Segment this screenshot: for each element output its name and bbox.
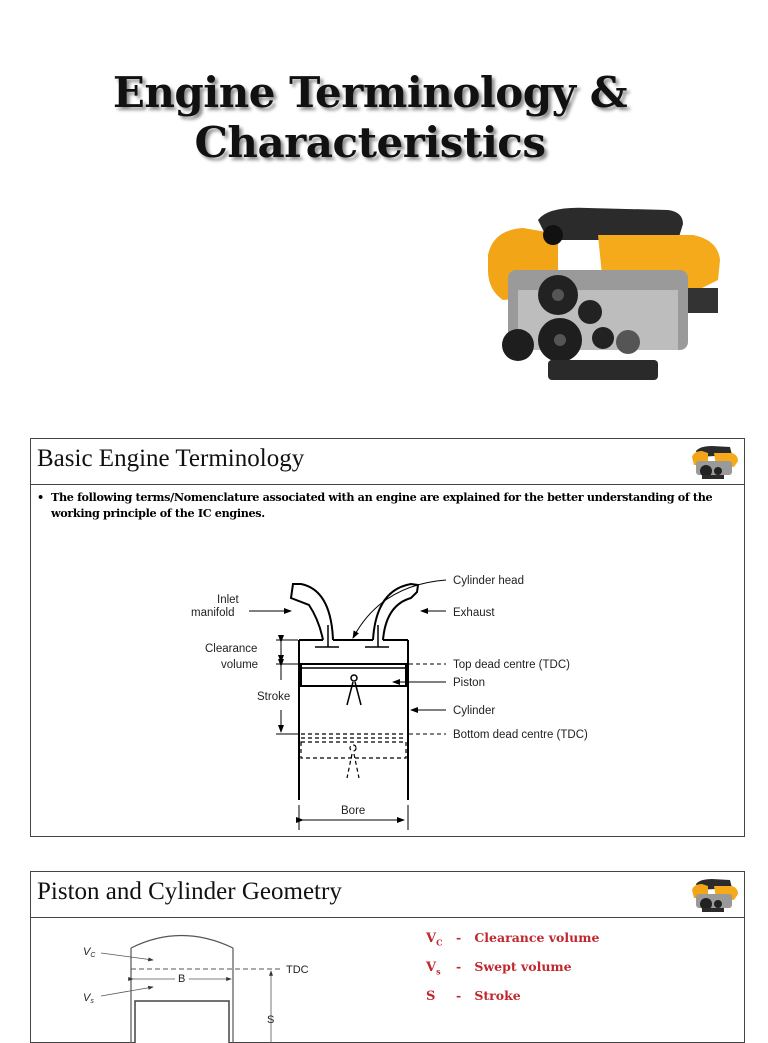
label-vs: Vs	[83, 992, 94, 1005]
label-manifold: manifold	[191, 607, 234, 619]
label-tdc: Top dead centre (TDC)	[453, 659, 570, 671]
label-cylinder: Cylinder	[453, 705, 495, 717]
legend-item-swept-volume: Vs- Swept volume	[426, 959, 572, 977]
label-s: S	[267, 1014, 274, 1026]
legend-text: Swept volume	[474, 959, 572, 974]
label-bore: Bore	[341, 805, 365, 817]
page-title: Engine Terminology & Characteristics	[0, 68, 740, 168]
label-cylinder-head: Cylinder head	[453, 575, 524, 587]
symbol-legend: VC- Clearance volume Vs- Swept volume S-…	[426, 930, 599, 1017]
legend-symbol: VC	[426, 931, 443, 948]
engine-image	[488, 207, 720, 380]
engine-cylinder-diagram: Cylinder head Inlet manifold Exhaust Cle…	[191, 575, 588, 830]
label-volume: volume	[221, 659, 258, 671]
title-line-2: Characteristics	[194, 118, 546, 167]
legend-item-stroke: S- Stroke	[426, 988, 521, 1004]
piston-cylinder-diagram: B TDC S VC Vs	[83, 935, 309, 1043]
legend-item-clearance-volume: VC- Clearance volume	[426, 930, 600, 948]
engine-thumbnail-icon	[692, 446, 738, 479]
label-piston: Piston	[453, 677, 485, 689]
slide-piston-cylinder-geometry: Piston and Cylinder Geometry	[30, 871, 745, 1043]
slide-basic-engine-terminology: Basic Engine Terminology • The following…	[30, 438, 745, 837]
label-tdc: TDC	[286, 964, 309, 976]
slide-header: Basic Engine Terminology	[31, 439, 744, 485]
legend-text: Clearance volume	[474, 930, 600, 945]
bullet-text: The following terms/Nomenclature associa…	[51, 490, 713, 520]
label-bdc: Bottom dead centre (TDC)	[453, 729, 588, 741]
label-exhaust: Exhaust	[453, 607, 495, 619]
slide-title: Basic Engine Terminology	[37, 445, 305, 472]
label-stroke: Stroke	[257, 691, 290, 703]
slide-header: Piston and Cylinder Geometry	[31, 872, 744, 918]
bullet-item: • The following terms/Nomenclature assoc…	[37, 489, 727, 521]
bullet-dot: •	[37, 490, 44, 504]
label-clearance: Clearance	[205, 643, 257, 655]
slide-title: Piston and Cylinder Geometry	[37, 878, 342, 905]
legend-symbol: Vs	[426, 960, 441, 977]
title-line-1: Engine Terminology &	[112, 68, 628, 117]
title-slide: Engine Terminology & Characteristics	[0, 0, 768, 420]
label-inlet: Inlet	[217, 594, 240, 606]
label-b: B	[178, 973, 185, 985]
legend-symbol: S	[426, 989, 436, 1004]
engine-thumbnail-icon	[692, 879, 738, 912]
label-vc: VC	[83, 946, 96, 959]
legend-text: Stroke	[474, 988, 521, 1003]
